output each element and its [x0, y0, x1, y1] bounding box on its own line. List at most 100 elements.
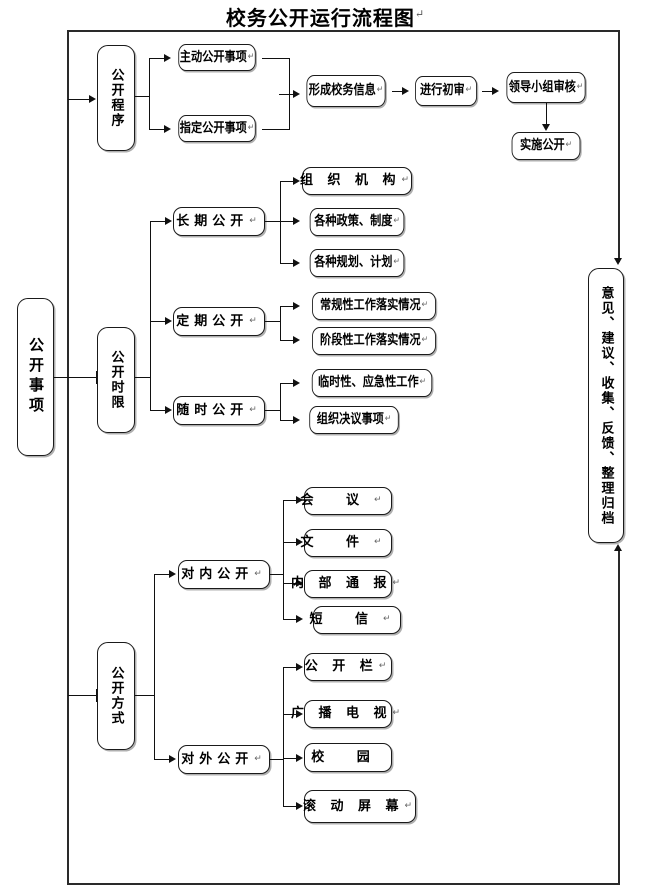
- line-external-to-campus: [283, 758, 297, 759]
- line-procedure-to-designated: [149, 129, 165, 130]
- node-broadcast-tv[interactable]: 广 播 电 视↵: [291, 700, 400, 728]
- node-temporary-emergency-work[interactable]: 临时性、应急性工作↵: [311, 369, 433, 397]
- node-plans-programs-label: 各种规划、计划: [314, 255, 393, 271]
- line-active-merge: [262, 58, 290, 59]
- node-internal-disclosure-label: 对内公开: [181, 566, 254, 582]
- node-public-board[interactable]: 公 开 栏↵: [304, 653, 392, 681]
- node-root-disclosure-items[interactable]: 公开事项: [17, 298, 54, 456]
- line-internal-fan-vertical: [283, 500, 284, 620]
- frame-right-lower-line: [618, 551, 620, 884]
- cr-mark: ↵: [404, 800, 418, 811]
- node-document-label: 文 件: [300, 535, 373, 551]
- line-trunk-to-procedure: [68, 99, 90, 101]
- node-internal-bulletin[interactable]: 内 部 通 报↵: [291, 570, 400, 598]
- node-method[interactable]: 公开方式: [97, 642, 135, 750]
- line-external-to-board: [283, 667, 297, 668]
- line-merge-to-info: [279, 94, 294, 95]
- node-anytime-disclosure[interactable]: 随时公开↵: [173, 396, 265, 425]
- node-internal-disclosure[interactable]: 对内公开↵: [178, 560, 270, 589]
- node-periodic-disclosure[interactable]: 定期公开↵: [173, 307, 265, 336]
- arrow-into-designated-items: [164, 125, 171, 133]
- line-internal-stub: [270, 574, 284, 575]
- node-feedback[interactable]: 意见、建议、收集、反馈、整理归档: [588, 268, 624, 543]
- cr-mark: ↵: [247, 122, 255, 133]
- node-scrolling-screen[interactable]: 滚 动 屏 幕↵: [303, 790, 418, 823]
- arrow-into-sms: [296, 615, 303, 623]
- node-sms[interactable]: 短 信↵: [309, 606, 401, 634]
- node-temporary-emergency-work-label: 临时性、应急性工作: [318, 375, 419, 391]
- node-org-resolution-items-label: 组织决议事项: [316, 412, 384, 428]
- node-initial-review[interactable]: 进行初审↵: [415, 76, 477, 106]
- frame-right-upper-line: [618, 30, 620, 262]
- arrow-into-campus: [296, 754, 303, 762]
- line-timeframe-to-longterm: [150, 221, 166, 222]
- line-longterm-to-policies: [280, 221, 294, 222]
- node-feedback-label: 意见、建议、收集、反馈、整理归档: [598, 285, 614, 526]
- line-anytime-fan-vertical: [280, 383, 281, 421]
- node-org-structure[interactable]: 组 织 机 构↵: [300, 167, 412, 195]
- node-external-disclosure-label: 对外公开: [181, 751, 254, 767]
- node-periodic-disclosure-label: 定期公开: [176, 313, 249, 329]
- cr-mark: ↵: [384, 414, 392, 425]
- node-campus[interactable]: 校 园: [304, 743, 392, 772]
- arrow-into-plans: [293, 259, 300, 267]
- arrow-into-active-items: [164, 54, 171, 62]
- node-timeframe[interactable]: 公开时限: [97, 327, 135, 433]
- cr-mark: ↵: [374, 537, 396, 548]
- node-routine-work-status[interactable]: 常规性工作落实情况↵: [312, 292, 436, 320]
- node-policies-systems[interactable]: 各种政策、制度↵: [309, 208, 405, 236]
- line-procedure-stub: [135, 96, 150, 97]
- node-org-resolution-items[interactable]: 组织决议事项↵: [309, 406, 399, 434]
- cr-mark: ↵: [421, 335, 428, 346]
- line-internal-to-document: [283, 542, 297, 543]
- node-leader-group-audit[interactable]: 领导小组审核↵: [506, 72, 586, 103]
- arrow-into-temporary-work: [293, 379, 300, 387]
- node-document[interactable]: 文 件↵: [300, 529, 392, 557]
- arrow-into-leader-audit: [492, 87, 499, 95]
- node-phased-work-status[interactable]: 阶段性工作落实情况↵: [312, 327, 436, 355]
- cr-mark: ↵: [376, 85, 384, 96]
- line-trunk-tick-method: [96, 689, 98, 702]
- line-anytime-to-temporary: [280, 383, 294, 384]
- node-form-school-info[interactable]: 形成校务信息↵: [306, 75, 386, 107]
- arrow-into-meeting: [296, 496, 303, 504]
- arrow-into-internal-disclosure: [169, 570, 176, 578]
- node-implement-disclosure-label: 实施公开: [519, 138, 565, 154]
- node-meeting[interactable]: 会 议↵: [300, 487, 392, 515]
- line-trunk-to-timeframe: [68, 377, 98, 379]
- line-info-to-review: [392, 91, 403, 92]
- cr-mark: ↵: [419, 377, 426, 388]
- cr-mark: ↵: [254, 753, 267, 764]
- line-timeframe-to-periodic: [150, 321, 166, 322]
- line-longterm-to-plans: [280, 263, 294, 264]
- node-longterm-disclosure[interactable]: 长期公开↵: [173, 207, 265, 236]
- arrow-into-routine-work: [293, 302, 300, 310]
- node-active-disclosure-items-label: 主动公开事项: [179, 49, 247, 65]
- line-trunk-to-method: [68, 695, 98, 697]
- frame-arrow-down-to-feedback: [614, 258, 622, 265]
- node-implement-disclosure[interactable]: 实施公开↵: [511, 132, 581, 160]
- line-method-split-vertical: [154, 574, 155, 759]
- node-policies-systems-label: 各种政策、制度: [314, 214, 393, 230]
- node-campus-label: 校 园: [311, 749, 384, 765]
- node-procedure[interactable]: 公开程序: [97, 45, 135, 151]
- line-internal-to-meeting: [283, 500, 297, 501]
- cr-mark: ↵: [247, 51, 255, 62]
- node-active-disclosure-items[interactable]: 主动公开事项↵: [178, 44, 256, 71]
- arrow-into-public-board: [296, 663, 303, 671]
- arrow-into-resolution-items: [293, 416, 300, 424]
- line-periodic-fan-vertical: [280, 306, 281, 341]
- node-external-disclosure[interactable]: 对外公开↵: [178, 745, 270, 774]
- title-cr-mark: ↵: [414, 7, 426, 21]
- arrow-into-phased-work: [293, 336, 300, 344]
- node-designated-disclosure-items[interactable]: 指定公开事项↵: [178, 115, 256, 142]
- frame-arrow-up-to-feedback: [614, 544, 622, 551]
- line-method-to-external: [154, 759, 170, 760]
- node-routine-work-status-label: 常规性工作落实情况: [320, 298, 421, 314]
- cr-mark: ↵: [565, 140, 573, 151]
- cr-mark: ↵: [392, 578, 406, 589]
- node-plans-programs[interactable]: 各种规划、计划↵: [309, 249, 405, 277]
- line-external-to-scroll: [283, 806, 297, 807]
- cr-mark: ↵: [465, 85, 473, 96]
- line-longterm-fan-vertical: [280, 181, 281, 264]
